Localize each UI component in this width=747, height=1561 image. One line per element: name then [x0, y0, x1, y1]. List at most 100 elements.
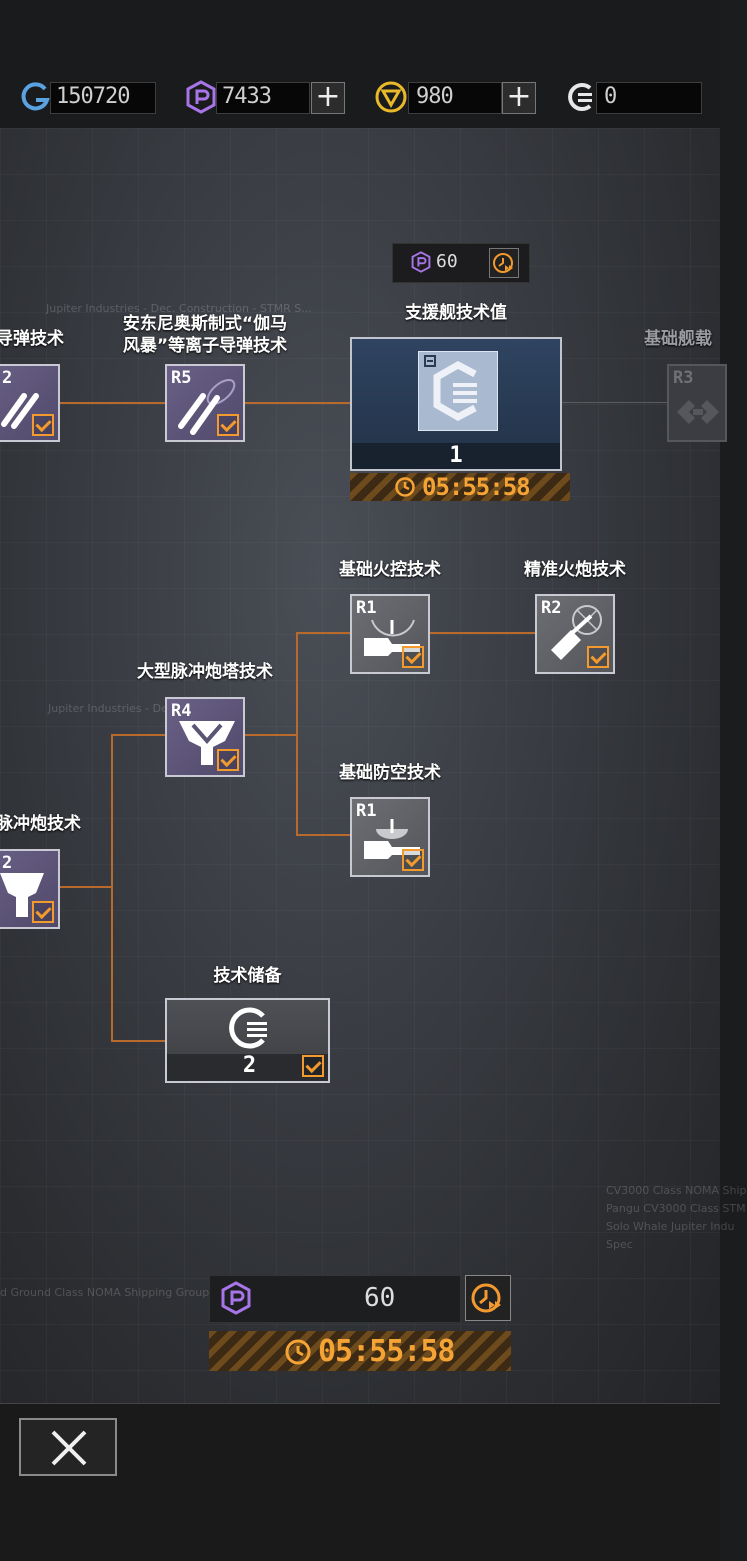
tech-c-icon — [433, 361, 477, 421]
completed-check-icon — [32, 901, 54, 923]
speedup-button[interactable] — [489, 248, 519, 278]
large-pulse-rank: R4 — [171, 701, 192, 721]
support-cost-value: 60 — [436, 251, 458, 272]
watermark-text: Jupiter Industries - Dec. Construction -… — [46, 302, 312, 315]
clock-icon — [285, 1339, 311, 1365]
credits-box — [50, 82, 156, 114]
purple-p-icon — [221, 1281, 251, 1315]
gamma-tech-label-line2: 风暴”等离子导弹技术 — [122, 336, 288, 356]
watermark-text: Spec — [606, 1238, 633, 1251]
support-tech-icon — [418, 351, 498, 431]
support-tech-node[interactable]: 1 — [350, 337, 562, 471]
purple-p-icon — [186, 80, 216, 114]
gold-value: 980 — [416, 84, 454, 109]
watermark-text: Pangu CV3000 Class STM — [606, 1202, 746, 1215]
tech-reserve-node[interactable]: 2 — [165, 998, 330, 1083]
gamma-tech-rank: R5 — [171, 368, 192, 388]
connector-line — [244, 402, 350, 404]
close-icon — [51, 1430, 87, 1466]
completed-check-icon — [217, 749, 239, 771]
research-cost-panel — [209, 1275, 461, 1323]
watermark-text: d Ground Class NOMA Shipping Group — [0, 1286, 210, 1299]
credits-value: 150720 — [56, 84, 130, 109]
bottom-bar — [0, 1403, 720, 1561]
clock-fast-forward-icon — [471, 1283, 501, 1313]
research-cost-value: 60 — [364, 1283, 396, 1313]
air-defense-rank: R1 — [356, 801, 377, 821]
support-level-strip — [352, 443, 560, 469]
connector-line — [244, 734, 298, 736]
support-timer-text: 05:55:58 — [422, 473, 531, 501]
watermark-text: Jupiter Industries - Dec... — [48, 702, 185, 715]
missile-tech-label: 导弹技术 — [0, 329, 64, 349]
clock-fast-forward-icon — [493, 253, 513, 273]
missile-icon — [1, 393, 39, 429]
large-pulse-label: 大型脉冲炮塔技术 — [137, 662, 273, 682]
tech-reserve-value: 2 — [242, 1053, 257, 1078]
pulse-turret-icon — [0, 873, 44, 917]
missile-tech-node[interactable]: 2 — [0, 364, 60, 442]
gamma-tech-label-line1: 安东尼奥斯制式“伽马 — [122, 314, 288, 334]
gamma-tech-node[interactable]: R5 — [165, 364, 245, 442]
fire-control-label: 基础火控技术 — [339, 560, 441, 580]
completed-check-icon — [302, 1055, 324, 1077]
fire-control-node[interactable]: R1 — [350, 594, 430, 674]
premium-box — [216, 82, 310, 114]
watermark-text: Solo Whale Jupiter Indu — [606, 1220, 735, 1233]
research-timer-bar — [209, 1331, 511, 1371]
credit-g-icon — [21, 82, 50, 111]
connector-line — [60, 886, 112, 888]
precision-gun-node[interactable]: R2 — [535, 594, 615, 674]
plasma-missile-icon — [178, 379, 236, 435]
add-premium-button[interactable]: + — [311, 82, 345, 114]
large-pulse-node[interactable]: R4 — [165, 697, 245, 777]
research-speedup-button[interactable] — [465, 1275, 511, 1321]
support-timer-bar — [350, 473, 570, 501]
fire-control-rank: R1 — [356, 598, 377, 618]
small-lock-icon — [424, 355, 436, 367]
connector-line — [60, 402, 166, 404]
connector-line — [429, 632, 535, 634]
close-button[interactable] — [19, 1418, 117, 1476]
purple-p-icon — [411, 251, 431, 273]
support-level-value: 1 — [449, 443, 463, 468]
right-tech-rank: R3 — [673, 368, 694, 388]
watermark-text: CV3000 Class NOMA Ship — [606, 1184, 747, 1197]
tech-c-icon — [229, 1007, 267, 1049]
air-defense-node[interactable]: R1 — [350, 797, 430, 877]
completed-check-icon — [402, 849, 424, 871]
add-gold-button[interactable]: + — [502, 82, 536, 114]
completed-check-icon — [32, 414, 54, 436]
gold-v-icon — [375, 81, 407, 113]
connector-line — [111, 734, 166, 736]
tech-points-box — [596, 82, 702, 114]
pulse-turret-icon — [179, 721, 235, 765]
gold-box — [408, 82, 502, 114]
research-timer-text: 05:55:58 — [318, 1334, 455, 1369]
support-tech-label: 支援舰技术值 — [405, 303, 507, 323]
clock-icon — [395, 477, 415, 497]
right-tech-label: 基础舰载 — [644, 329, 712, 349]
cannon-icon — [551, 605, 602, 660]
connector-line — [296, 632, 350, 634]
pulse-tech-node[interactable]: 2 — [0, 849, 60, 929]
connector-line — [562, 402, 668, 403]
precision-gun-label: 精准火炮技术 — [524, 560, 626, 580]
pulse-tech-label: 脉冲炮技术 — [0, 814, 81, 834]
precision-gun-rank: R2 — [541, 598, 562, 618]
tech-c-icon — [568, 83, 592, 111]
connector-line — [111, 734, 113, 1042]
completed-check-icon — [587, 646, 609, 668]
connector-line — [111, 1040, 166, 1042]
tech-reserve-label: 技术储备 — [213, 966, 282, 986]
missile-tech-rank: 2 — [2, 368, 13, 388]
premium-value: 7433 — [222, 84, 272, 109]
completed-check-icon — [402, 646, 424, 668]
gamma-tech-label: 安东尼奥斯制式“伽马 风暴”等离子导弹技术 — [105, 313, 305, 357]
right-tech-node[interactable]: R3 — [667, 364, 727, 442]
locked-tech-icon — [677, 400, 719, 424]
air-defense-label: 基础防空技术 — [339, 763, 441, 783]
connector-line — [296, 632, 298, 836]
connector-line — [296, 834, 350, 836]
completed-check-icon — [217, 414, 239, 436]
